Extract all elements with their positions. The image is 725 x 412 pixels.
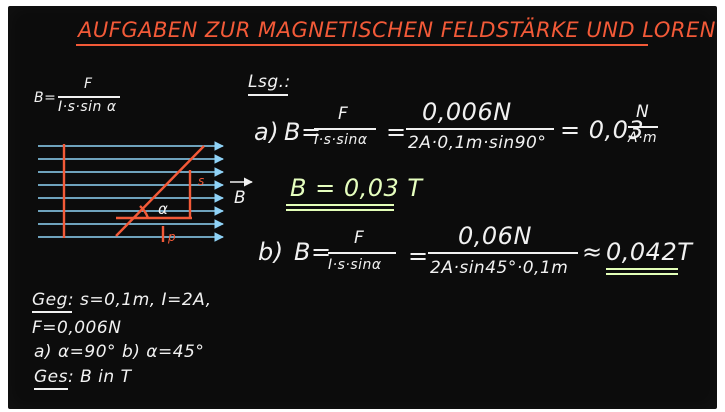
part-b-numerator-2: 0,06N	[458, 222, 532, 250]
part-a-result: B = 0,03 T	[290, 174, 423, 202]
label-s: s	[198, 174, 205, 188]
field-lines	[38, 141, 224, 242]
part-a-result-underline-2	[286, 209, 394, 211]
title-underline	[76, 44, 648, 46]
given-line-4: Ges: B in T	[34, 367, 132, 387]
formula-numerator: F	[84, 76, 93, 92]
part-b-equals: =	[408, 242, 429, 270]
part-a-unit-numerator: N	[636, 102, 650, 122]
part-b-result: 0,042T	[606, 238, 693, 266]
part-b-lhs: B=	[294, 238, 332, 266]
chalkboard: AUFGABEN ZUR MAGNETISCHEN FELDSTÄRKE UND…	[8, 6, 717, 409]
given-line-3: a) α=90° b) α=45°	[34, 342, 205, 362]
given-line-2: F=0,006N	[32, 318, 122, 338]
part-b-fraction-line-2	[428, 252, 578, 254]
label-b: B	[234, 188, 247, 208]
part-a-result-underline-1	[286, 204, 394, 206]
label-alpha: α	[158, 200, 169, 218]
part-b-denominator-2: 2A·sin45°·0,1m	[430, 258, 569, 278]
label-p: p	[168, 230, 177, 244]
given-line-1: Geg: s=0,1m, I=2A,	[32, 290, 212, 310]
part-b-fraction-line	[328, 252, 396, 254]
given-underline	[32, 311, 72, 313]
page-title: AUFGABEN ZUR MAGNETISCHEN FELDSTÄRKE UND…	[78, 18, 717, 42]
solution-heading-underline	[248, 94, 288, 96]
formula-fraction-line	[58, 96, 120, 98]
formula-denominator: I·s·sin α	[58, 99, 117, 115]
part-a-denominator-2: 2A·0,1m·sin90°	[408, 133, 547, 153]
magnetic-field-diagram	[38, 141, 253, 242]
part-a-numerator-2: 0,006N	[422, 98, 512, 126]
part-b-result-underline-1	[606, 268, 678, 270]
part-a-unit-line	[628, 126, 658, 128]
part-b-label: b)	[258, 238, 284, 266]
part-a-numerator: F	[338, 104, 349, 124]
part-a-equals: =	[386, 118, 407, 146]
part-a-fraction-line-2	[406, 128, 554, 130]
part-b-approx: ≈	[582, 238, 603, 266]
part-a-denominator: I·s·sinα	[314, 132, 368, 148]
part-b-numerator: F	[354, 228, 365, 248]
part-a-label: a)	[254, 118, 280, 146]
part-a-value: = 0,03	[560, 116, 645, 144]
part-a-fraction-line	[314, 128, 376, 130]
part-b-result-underline-2	[606, 273, 678, 275]
part-a-unit-denominator: A·m	[628, 130, 658, 146]
solution-heading: Lsg.:	[248, 72, 291, 92]
part-b-denominator: I·s·sinα	[328, 257, 382, 273]
sought-underline	[34, 388, 68, 390]
conductors	[62, 144, 205, 242]
part-a-lhs: B=	[284, 118, 322, 146]
formula-lhs: B=	[34, 90, 57, 106]
